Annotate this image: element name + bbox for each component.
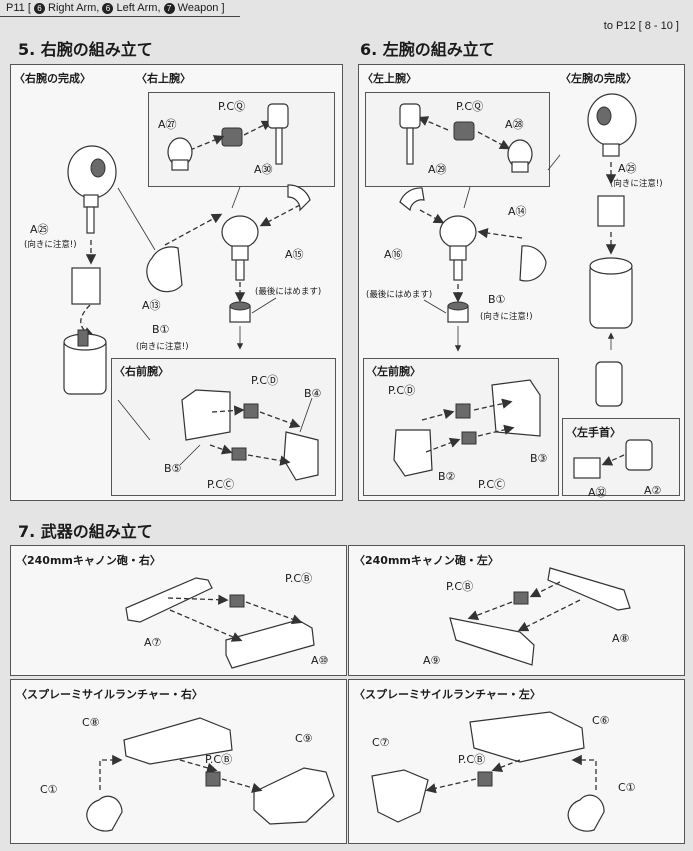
- label-a8: A⑧: [612, 632, 630, 645]
- label-a14: A⑭: [508, 205, 527, 218]
- label-b1: B①: [488, 293, 506, 306]
- header-item-left-arm: Left Arm,: [116, 2, 161, 14]
- label-b4: B④: [304, 387, 322, 400]
- label-a27: A㉗: [158, 118, 177, 131]
- right-upper-arm-title: 〈右上腕〉: [136, 72, 191, 85]
- label-pc-c: P.CⒸ: [207, 478, 235, 491]
- label-pc-b: P.CⒷ: [446, 580, 474, 593]
- left-hand-figure: [573, 439, 653, 479]
- section-title-weapon: 7. 武器の組み立て: [18, 522, 153, 541]
- label-c8: C⑧: [82, 716, 100, 729]
- right-arm-complete-figure: [63, 145, 117, 395]
- label-b5: B⑤: [164, 462, 182, 475]
- label-b1: B①: [152, 323, 170, 336]
- label-a13: A⑬: [142, 299, 161, 312]
- label-a16: A⑯: [384, 248, 403, 261]
- label-a25: A㉕: [30, 223, 49, 236]
- label-pc-b: P.CⒷ: [205, 753, 233, 766]
- step-number-badge: 6: [102, 3, 114, 14]
- label-pc-b: P.CⒷ: [285, 572, 313, 585]
- right-arm-complete-title: 〈右腕の完成〉: [14, 72, 91, 85]
- note-orientation: (向きに注意!): [610, 179, 663, 189]
- note-last-fit: (最後にはめます): [366, 290, 433, 300]
- label-a7: A⑦: [144, 636, 162, 649]
- right-forearm-title: 〈右前腕〉: [114, 365, 169, 378]
- step-number-badge: 7: [163, 3, 175, 14]
- right-upper-arm-figure: [146, 184, 311, 350]
- cannon-right-figure: [125, 577, 315, 669]
- launcher-left-title: 〈スプレーミサイルランチャー・左〉: [354, 688, 541, 701]
- label-a2: A②: [644, 484, 662, 497]
- cannon-right-panel: [10, 545, 347, 676]
- launcher-right-figure: [86, 717, 335, 832]
- note-orientation: (向きに注意!): [136, 342, 189, 352]
- note-orientation: (向きに注意!): [480, 312, 533, 322]
- left-hand-title: 〈左手首〉: [566, 426, 621, 439]
- right-forearm-figure: [179, 389, 319, 481]
- left-forearm-figure: [393, 379, 541, 477]
- page-number: P11: [6, 2, 25, 14]
- note-last-fit: (最後にはめます): [255, 287, 322, 297]
- section-title-left-arm: 6. 左腕の組み立て: [360, 40, 495, 59]
- note-orientation: (向きに注意!): [24, 240, 77, 250]
- label-a28: A㉘: [505, 118, 524, 131]
- label-pc-d: P.CⒹ: [388, 384, 416, 397]
- cannon-left-title: 〈240mmキャノン砲・左〉: [354, 554, 499, 567]
- label-a15: A⑮: [285, 248, 304, 261]
- label-pc-q: P.CⓆ: [456, 100, 484, 113]
- left-arm-complete-title: 〈左腕の完成〉: [560, 72, 637, 85]
- right-upper-arm-inset-figure: [167, 103, 289, 171]
- left-arm-complete-figure: [547, 93, 637, 407]
- label-pc-b: P.CⒷ: [458, 753, 486, 766]
- launcher-left-figure: [371, 711, 605, 832]
- cannon-right-title: 〈240mmキャノン砲・右〉: [16, 554, 161, 567]
- header-item-weapon: Weapon: [177, 2, 219, 14]
- label-c1: C①: [618, 781, 636, 794]
- label-pc-d: P.CⒹ: [251, 374, 279, 387]
- next-page-ref: to P12 [ 8 - 10 ]: [603, 20, 679, 32]
- left-forearm-title: 〈左前腕〉: [366, 365, 421, 378]
- label-c9: C⑨: [295, 732, 313, 745]
- header-text: P11 [ 6 Right Arm, 6 Left Arm, 7 Weapon …: [6, 2, 225, 14]
- left-hand-inset: [562, 418, 680, 496]
- label-c1: C①: [40, 783, 58, 796]
- left-upper-arm-inset-figure: [399, 103, 533, 173]
- label-a10: A⑩: [311, 654, 329, 667]
- label-a30: A㉚: [254, 163, 273, 176]
- label-a32: A㉜: [588, 486, 607, 499]
- section-title-right-arm: 5. 右腕の組み立て: [18, 40, 153, 59]
- header-item-right-arm: Right Arm,: [48, 2, 100, 14]
- label-c7: C⑦: [372, 736, 390, 749]
- cannon-left-figure: [449, 567, 631, 666]
- launcher-right-title: 〈スプレーミサイルランチャー・右〉: [16, 688, 203, 701]
- header-rule: [0, 16, 240, 17]
- page-header: P11 [ 6 Right Arm, 6 Left Arm, 7 Weapon …: [0, 0, 693, 18]
- label-a9: A⑨: [423, 654, 441, 667]
- label-a29: A㉙: [428, 163, 447, 176]
- step-number-badge: 6: [33, 3, 45, 14]
- label-pc-q: P.CⓆ: [218, 100, 246, 113]
- label-a25: A㉕: [618, 162, 637, 175]
- label-b2: B②: [438, 470, 456, 483]
- label-b3: B③: [530, 452, 548, 465]
- left-upper-arm-figure: [399, 187, 547, 352]
- label-c6: C⑥: [592, 714, 610, 727]
- left-upper-arm-title: 〈左上腕〉: [362, 72, 417, 85]
- label-pc-c: P.CⒸ: [478, 478, 506, 491]
